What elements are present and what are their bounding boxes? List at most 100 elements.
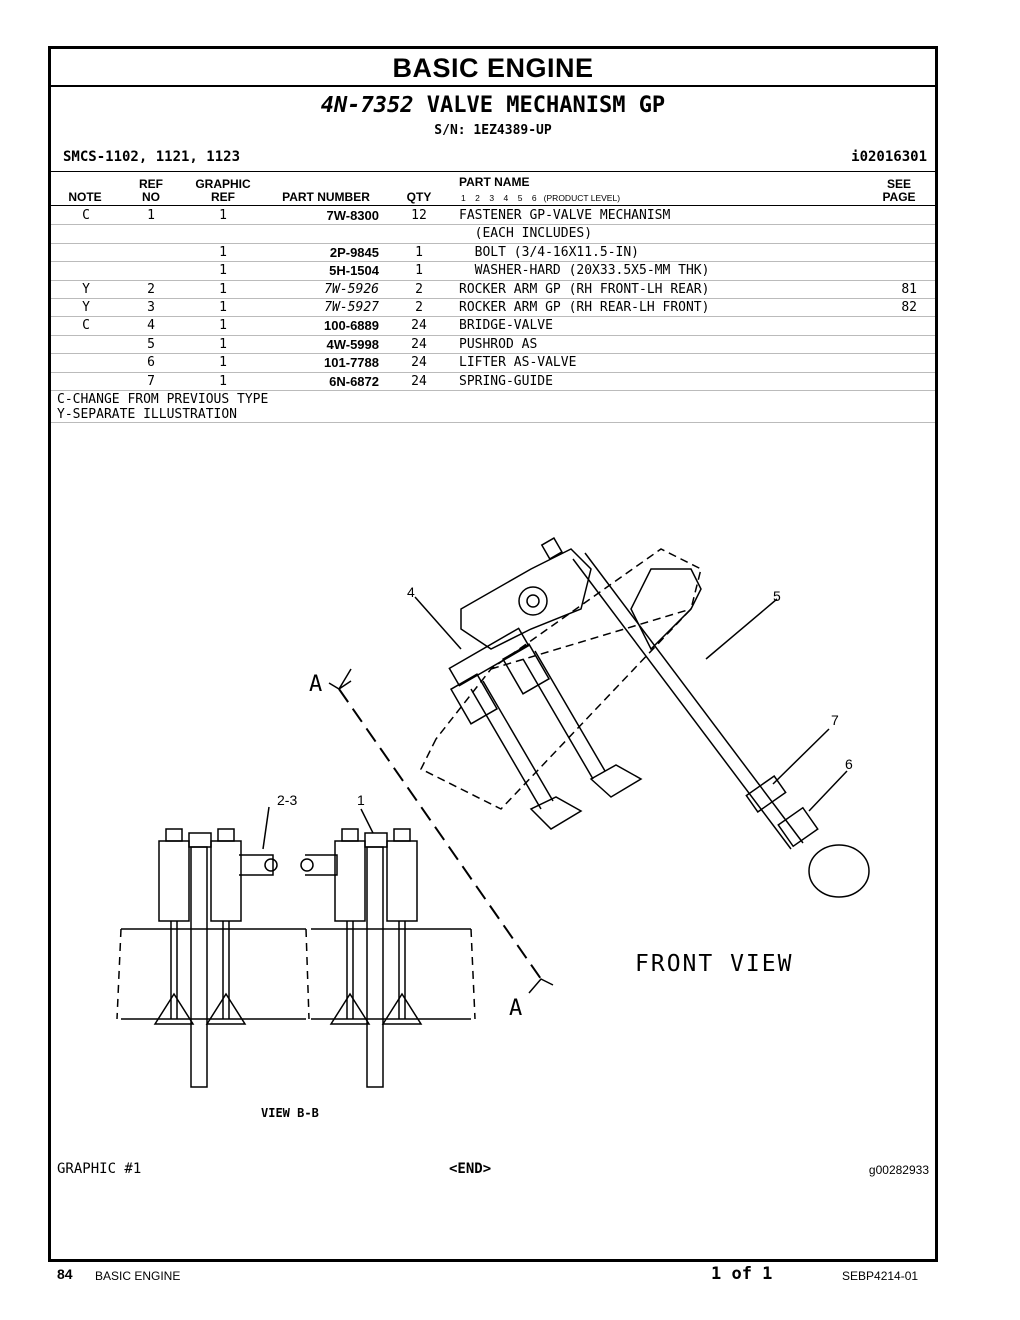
qty-cell: 24 — [411, 336, 427, 352]
group-part-number: 4N-7352 — [320, 93, 414, 118]
part-name-cell: SPRING-GUIDE — [459, 373, 553, 389]
ref-no-cell: 3 — [147, 300, 155, 315]
rocker-arm-shape — [460, 548, 592, 650]
part-number-cell: 100-6889 — [324, 318, 379, 334]
leader-6 — [808, 770, 848, 812]
front-view-label: FRONT VIEW — [635, 951, 793, 977]
leader-7 — [772, 728, 830, 785]
illustration-id: i02016301 — [851, 149, 927, 165]
callout-4: 4 — [407, 584, 415, 600]
col-note: NOTE — [68, 190, 102, 204]
graphic-ref-cell: 1 — [219, 336, 227, 352]
part-name-cell: LIFTER AS-VALVE — [459, 355, 577, 371]
col-ref-2: NO — [142, 190, 160, 204]
col-see-2: PAGE — [882, 190, 916, 204]
part-name-cell: BOLT (3/4-16X11.5-IN) — [459, 244, 640, 260]
col-see-1: SEE — [886, 177, 911, 191]
notes-rule — [51, 422, 935, 423]
pushrod-edge — [584, 552, 804, 844]
qty-cell: 12 — [411, 208, 427, 223]
ref-no-cell: 4 — [147, 318, 155, 334]
spring-guide-shape — [745, 775, 787, 813]
graphic-ref-cell: 1 — [219, 318, 227, 334]
ref-no-cell: 1 — [147, 208, 155, 223]
qty-cell: 2 — [415, 281, 423, 297]
part-name-cell: BRIDGE-VALVE — [459, 318, 553, 334]
leader-2-3 — [262, 806, 270, 850]
qty-cell: 1 — [415, 263, 423, 279]
col-part-number: PART NUMBER — [282, 190, 370, 204]
graphic-id: g00282933 — [868, 1163, 929, 1177]
part-number-cell: 7W-5927 — [324, 300, 379, 315]
section-letter-bottom: A — [509, 996, 522, 1021]
col-qty: QTY — [406, 190, 432, 204]
qty-cell: 1 — [415, 244, 423, 260]
graphic-label: GRAPHIC #1 — [57, 1161, 142, 1177]
row-rule — [51, 371, 935, 373]
adjuster — [540, 537, 563, 560]
ref-no-cell: 7 — [147, 373, 155, 389]
part-number-cell: 2P-9845 — [329, 244, 379, 260]
row-rule — [51, 298, 935, 299]
arrow-bottom — [528, 978, 554, 994]
page-number: 84 — [57, 1266, 73, 1282]
row-rule — [51, 316, 935, 318]
leader-4 — [414, 596, 462, 650]
group-title: 4N-7352 VALVE MECHANISM GP — [51, 93, 935, 118]
notes: C-CHANGE FROM PREVIOUS TYPE Y-SEPARATE I… — [57, 392, 268, 422]
doc-number: SEBP4214-01 — [842, 1269, 919, 1283]
leader-1 — [360, 808, 374, 834]
ref-no-cell: 6 — [147, 355, 155, 371]
header-rule — [51, 205, 935, 206]
part-name-cell: FASTENER GP-VALVE MECHANISM — [459, 208, 671, 223]
qty-cell: 2 — [415, 300, 423, 315]
row-rule — [51, 261, 935, 263]
part-number-cell: 5H-1504 — [329, 263, 379, 279]
graphic-ref-cell: 1 — [219, 263, 227, 279]
ref-no-cell: 2 — [147, 281, 155, 297]
valve-right — [501, 643, 643, 798]
cam-block — [630, 568, 702, 651]
arrow-top-tail — [328, 682, 340, 690]
valve-left — [449, 673, 583, 830]
leader-5 — [705, 598, 778, 660]
callout-1: 1 — [357, 792, 365, 808]
section-title: BASIC ENGINE — [392, 53, 594, 83]
part-number-cell: 6N-6872 — [329, 373, 379, 389]
graphic-ref-cell: 1 — [219, 355, 227, 371]
row-rule — [51, 334, 935, 336]
part-name-cell: ROCKER ARM GP (RH FRONT-LH REAR) — [459, 281, 710, 297]
part-name-cell: (EACH INCLUDES) — [459, 226, 593, 242]
part-name-cell: WASHER-HARD (20X33.5X5-MM THK) — [459, 263, 710, 279]
qty-cell: 24 — [411, 373, 427, 389]
section-letter-top: A — [309, 672, 322, 697]
table-row: 1 5H-1504 1 WASHER-HARD (20X33.5X5-MM THK) — [51, 261, 935, 279]
bridge — [448, 627, 530, 687]
page-frame: BASIC ENGINE 4N-7352 VALVE MECHANISM GP … — [48, 46, 938, 1262]
section-line — [338, 688, 542, 980]
section-title-bar: BASIC ENGINE — [51, 49, 935, 87]
col-gref-2: REF — [211, 190, 235, 204]
rocker-spring-right — [305, 854, 338, 876]
part-number-cell: 7W-8300 — [326, 208, 380, 223]
row-rule — [51, 242, 935, 244]
view-bb-assembly-right — [300, 828, 476, 1088]
callout-7: 7 — [831, 712, 839, 728]
row-rule — [51, 353, 935, 355]
page-of: 1 of 1 — [711, 1264, 773, 1284]
graphic-ref-cell: 1 — [219, 281, 227, 297]
serial-number: S/N: 1EZ4389-UP — [434, 123, 552, 138]
note-cell: C — [82, 318, 90, 334]
lifter-roller — [808, 844, 870, 898]
see-page-cell: 81 — [901, 281, 917, 297]
smcs-codes: SMCS-1102, 1121, 1123 — [63, 149, 241, 165]
lifter-shape — [777, 806, 819, 848]
col-part-name: PART NAME — [459, 175, 530, 189]
pushrod — [572, 558, 792, 850]
